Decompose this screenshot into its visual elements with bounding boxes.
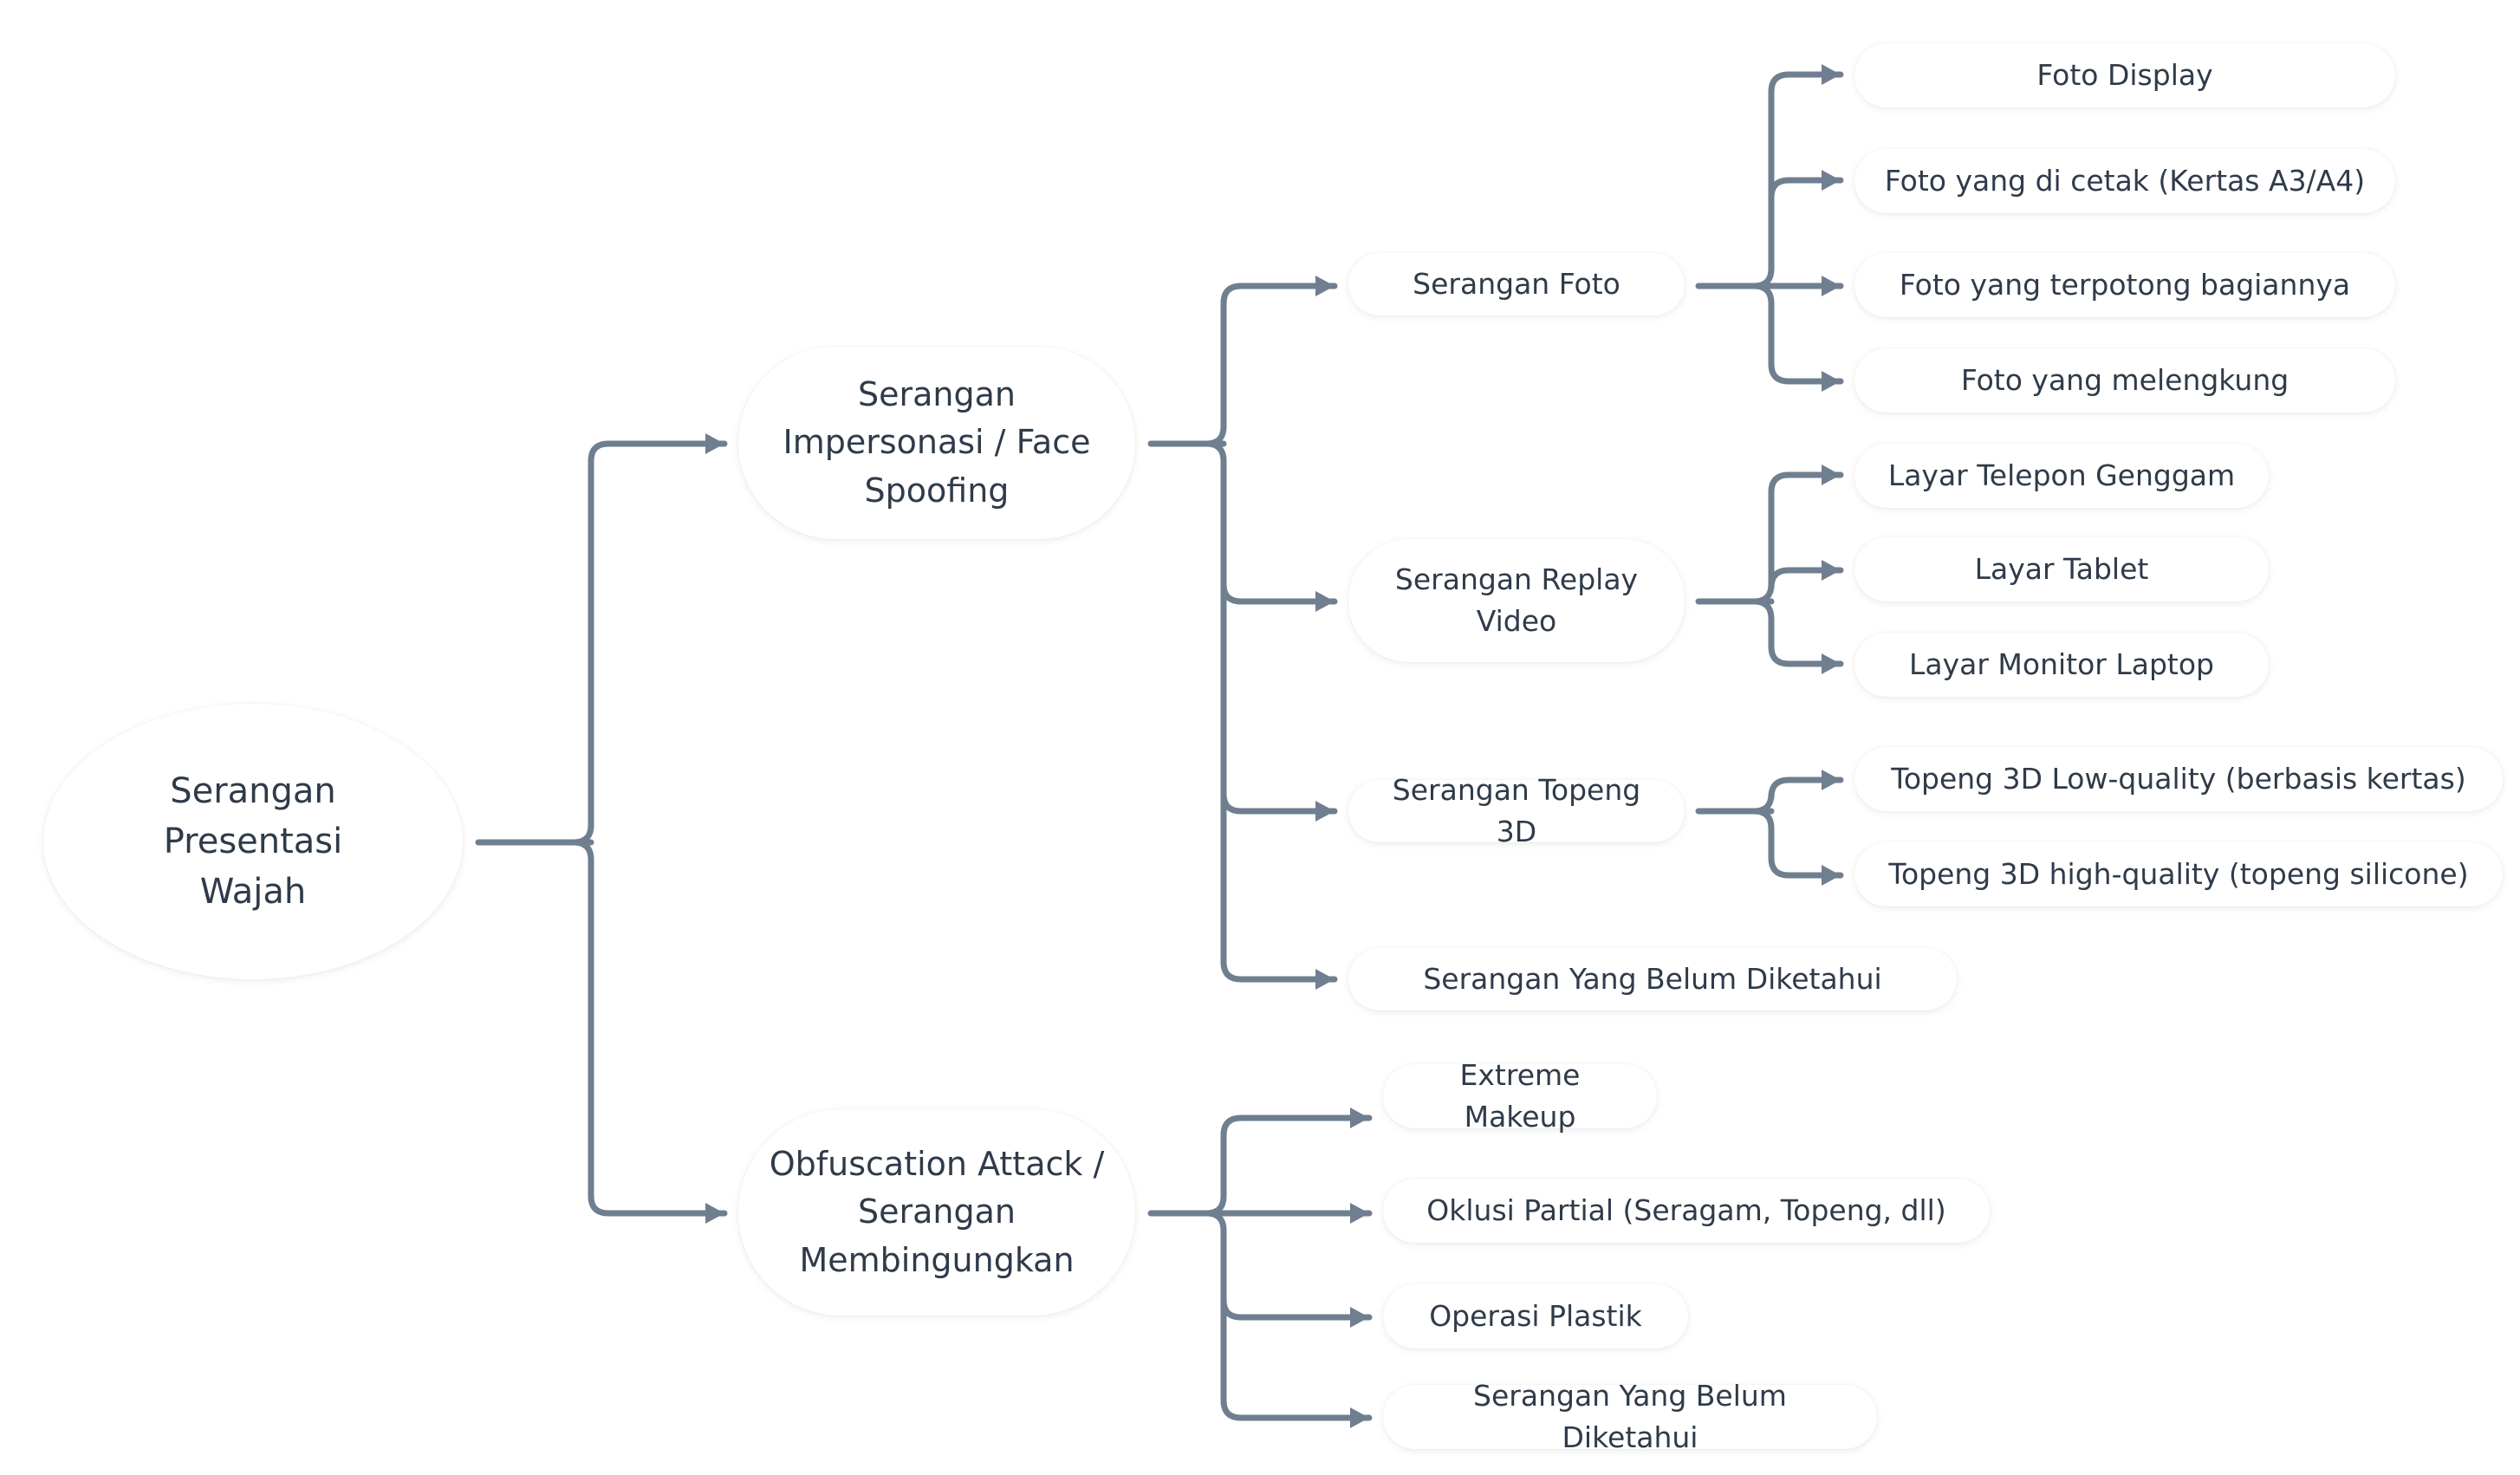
video-connector-arrowhead [1822,560,1841,581]
leaf-label: Foto yang melengkung [1960,363,2289,398]
leaf-extreme-makeup[interactable]: Extreme Makeup [1383,1058,1657,1134]
leaf-video-laptop[interactable]: Layar Monitor Laptop [1854,633,2269,697]
photo-connector-arrowhead [1822,276,1841,296]
leaf-mask-high[interactable]: Topeng 3D high-quality (topeng silicone) [1854,842,2503,906]
impersonation-connector-arrowhead [1315,801,1335,822]
leaf-label: Serangan Yang Belum Diketahui [1473,1379,1787,1454]
impersonation-node-label: Serangan Impersonasi / Face Spoofing [783,375,1091,510]
leaf-label: Extreme Makeup [1459,1058,1581,1134]
leaf-label: Foto yang di cetak (Kertas A3/A4) [1884,164,2366,198]
leaf-label: Layar Monitor Laptop [1909,647,2214,682]
root-node-label: Serangan Presentasi Wajah [163,771,343,912]
impersonation-connector-arrowhead [1315,969,1335,990]
root-node[interactable]: Serangan Presentasi Wajah [43,704,463,979]
impersonation-node[interactable]: Serangan Impersonasi / Face Spoofing [738,347,1135,539]
mask-3d-node[interactable]: Serangan Topeng 3D [1348,773,1685,848]
leaf-photo-printed[interactable]: Foto yang di cetak (Kertas A3/A4) [1854,149,2395,213]
video-connector [1695,471,1844,667]
obfuscation-node[interactable]: Obfuscation Attack / Serangan Membingung… [738,1109,1135,1316]
photo-connector-arrowhead [1822,64,1841,85]
leaf-label: Foto Display [2036,58,2213,93]
unknown-attack-node-label: Serangan Yang Belum Diketahui [1423,962,1882,997]
leaf-label: Foto yang terpotong bagiannya [1899,268,2351,302]
leaf-label: Operasi Plastik [1429,1299,1642,1334]
leaf-partial-occlusion[interactable]: Oklusi Partial (Seragam, Topeng, dll) [1383,1179,1990,1243]
leaf-video-tablet[interactable]: Layar Tablet [1854,537,2269,601]
impersonation-connector [1147,283,1338,983]
leaf-photo-cut[interactable]: Foto yang terpotong bagiannya [1854,253,2395,317]
video-replay-node-label: Serangan Replay Video [1394,562,1639,638]
unknown-attack-node[interactable]: Serangan Yang Belum Diketahui [1348,948,1957,1010]
leaf-photo-warped[interactable]: Foto yang melengkung [1854,348,2395,413]
video-connector-arrowhead [1822,653,1841,674]
mask-connector-arrowhead [1822,770,1841,790]
obfuscation-connector-arrowhead [1350,1203,1369,1224]
video-connector-arrowhead [1822,465,1841,485]
obfuscation-connector [1147,1114,1373,1421]
photo-connector-arrowhead [1822,170,1841,191]
video-replay-node[interactable]: Serangan Replay Video [1348,539,1685,662]
root-connector [475,440,728,1217]
obfuscation-connector-arrowhead [1350,1108,1369,1128]
obfuscation-node-label: Obfuscation Attack / Serangan Membingung… [769,1145,1105,1279]
leaf-label: Topeng 3D high-quality (topeng silicone) [1888,857,2469,892]
leaf-photo-display[interactable]: Foto Display [1854,43,2395,107]
leaf-label: Topeng 3D Low-quality (berbasis kertas) [1891,762,2466,796]
leaf-label: Layar Tablet [1974,552,2149,587]
photo-connector-arrowhead [1822,371,1841,392]
mask-connector-arrowhead [1822,865,1841,886]
root-connector-arrowhead [705,1203,724,1224]
obfuscation-connector-arrowhead [1350,1407,1369,1428]
impersonation-connector-arrowhead [1315,276,1335,296]
leaf-video-phone[interactable]: Layar Telepon Genggam [1854,444,2269,508]
photo-attack-node[interactable]: Serangan Foto [1348,253,1685,315]
photo-connector [1695,71,1844,385]
photo-attack-node-label: Serangan Foto [1413,267,1620,302]
leaf-plastic-surgery[interactable]: Operasi Plastik [1383,1284,1688,1348]
mask-3d-node-label: Serangan Topeng 3D [1392,773,1641,848]
impersonation-connector-arrowhead [1315,591,1335,612]
leaf-label: Layar Telepon Genggam [1887,458,2236,493]
obfuscation-connector-arrowhead [1350,1307,1369,1328]
root-connector-arrowhead [705,433,724,454]
leaf-obfuscation-unknown[interactable]: Serangan Yang Belum Diketahui [1383,1379,1877,1454]
leaf-label: Oklusi Partial (Seragam, Topeng, dll) [1426,1193,1946,1228]
mask-connector [1695,776,1844,879]
leaf-mask-low[interactable]: Topeng 3D Low-quality (berbasis kertas) [1854,747,2503,811]
